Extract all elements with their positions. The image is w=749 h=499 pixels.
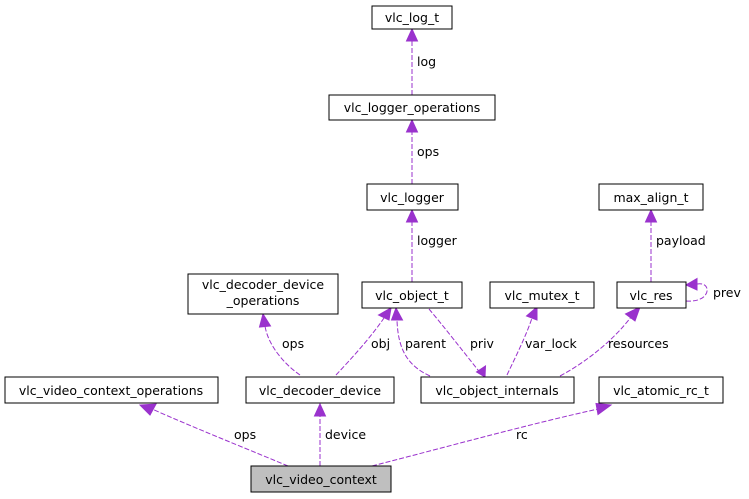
node-vlc-atomic-rc-t[interactable]: vlc_atomic_rc_t (598, 376, 724, 404)
edge-ops-logger: ops (405, 118, 439, 184)
node-vlc-logger[interactable]: vlc_logger (366, 183, 459, 211)
svg-text:vlc_object_t: vlc_object_t (375, 288, 449, 303)
edge-priv: priv (428, 308, 495, 378)
svg-text:vlc_video_context: vlc_video_context (265, 472, 377, 487)
svg-text:vlc_mutex_t: vlc_mutex_t (504, 288, 579, 303)
svg-text:vlc_log_t: vlc_log_t (385, 10, 439, 25)
edge-ops-decoder: ops (258, 312, 304, 376)
node-vlc-video-context[interactable]: vlc_video_context (250, 465, 392, 493)
node-vlc-logger-operations[interactable]: vlc_logger_operations (328, 94, 496, 121)
edge-label-priv: priv (470, 336, 495, 351)
node-vlc-object-t[interactable]: vlc_object_t (361, 281, 463, 309)
edge-label-logger: logger (417, 233, 458, 248)
edge-logger: logger (405, 208, 458, 282)
edge-label-resources: resources (608, 336, 669, 351)
edge-ops-video: ops (138, 403, 289, 467)
node-vlc-decoder-device-operations[interactable]: vlc_decoder_device _operations (187, 273, 339, 315)
svg-text:vlc_atomic_rc_t: vlc_atomic_rc_t (613, 383, 709, 398)
node-vlc-video-context-operations[interactable]: vlc_video_context_operations (4, 376, 219, 404)
edge-rc: rc (371, 402, 613, 467)
svg-text:vlc_logger_operations: vlc_logger_operations (344, 100, 481, 115)
svg-text:max_align_t: max_align_t (613, 190, 688, 205)
edge-obj: obj (335, 307, 392, 376)
edge-label-prev: prev (713, 285, 741, 300)
edge-parent: parent (390, 306, 446, 377)
svg-text:_operations: _operations (226, 293, 300, 308)
svg-text:vlc_object_internals: vlc_object_internals (435, 383, 558, 398)
edge-label-payload: payload (656, 233, 706, 248)
edge-label-parent: parent (405, 336, 446, 351)
svg-text:vlc_logger: vlc_logger (380, 190, 445, 205)
svg-text:vlc_decoder_device: vlc_decoder_device (202, 277, 325, 292)
edge-label-obj: obj (371, 336, 390, 351)
node-vlc-mutex-t[interactable]: vlc_mutex_t (489, 281, 595, 309)
edge-label-log: log (417, 54, 436, 69)
node-vlc-decoder-device[interactable]: vlc_decoder_device (245, 376, 395, 404)
node-vlc-object-internals[interactable]: vlc_object_internals (420, 376, 575, 404)
edge-payload: payload (644, 208, 706, 282)
edge-label-ops-decoder: ops (282, 336, 304, 351)
svg-text:vlc_decoder_device: vlc_decoder_device (259, 383, 382, 398)
edge-var-lock: var_lock (506, 305, 577, 376)
svg-text:vlc_video_context_operations: vlc_video_context_operations (19, 383, 203, 398)
svg-text:vlc_res: vlc_res (629, 288, 672, 303)
edge-label-ops-logger: ops (417, 144, 439, 159)
edge-label-var-lock: var_lock (525, 336, 577, 351)
edge-label-device: device (325, 427, 366, 442)
edge-resources: resources (559, 306, 669, 377)
edge-device: device (313, 402, 366, 466)
edge-label-rc: rc (516, 427, 528, 442)
node-max-align-t[interactable]: max_align_t (598, 183, 704, 211)
edge-label-ops-video: ops (234, 427, 256, 442)
edge-log: log (405, 27, 436, 95)
edge-prev: prev (684, 277, 741, 302)
node-vlc-log-t[interactable]: vlc_log_t (371, 5, 453, 30)
node-vlc-res[interactable]: vlc_res (616, 281, 687, 309)
